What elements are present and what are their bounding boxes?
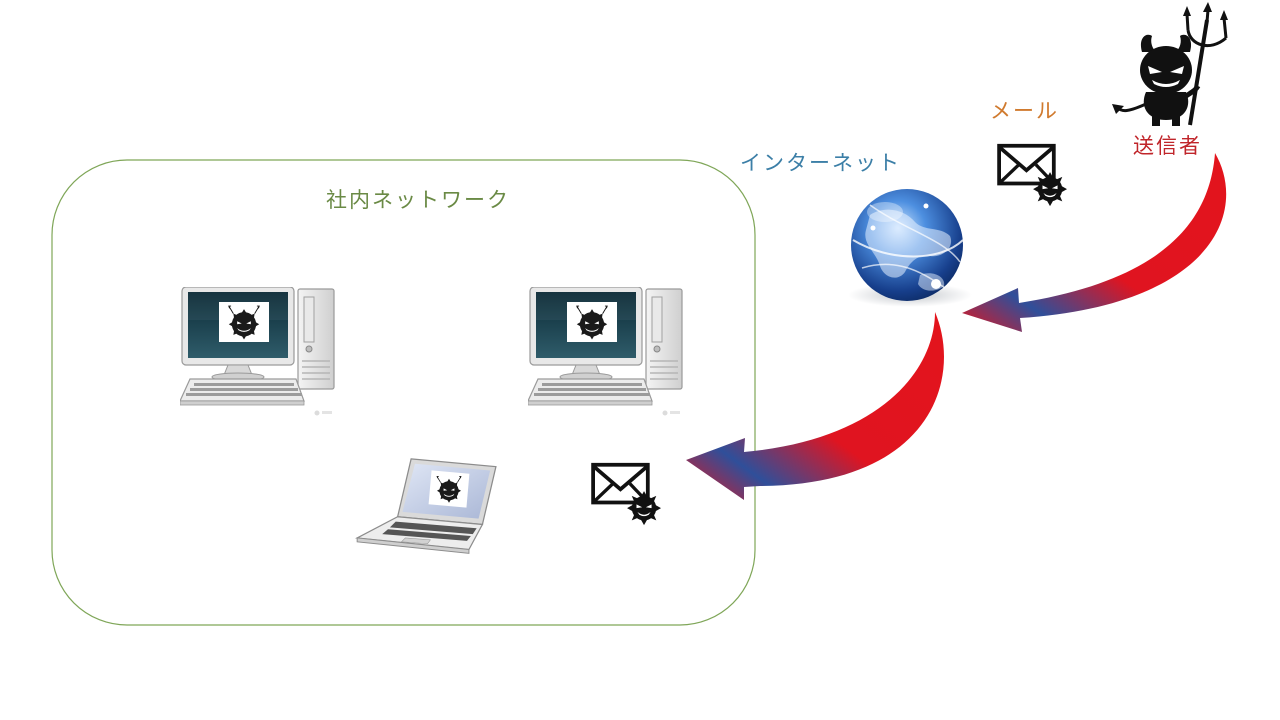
- internet-label: インターネット: [740, 151, 901, 175]
- network-boundary: [51, 159, 756, 626]
- malicious-mail-icon-outside: [997, 143, 1069, 208]
- globe-icon: [848, 189, 972, 307]
- arrow-internet-to-network: [686, 312, 944, 500]
- sender-label: 送信者: [1133, 134, 1202, 158]
- desktop-computer-icon-2: [528, 287, 683, 417]
- laptop-computer-icon: [356, 458, 497, 554]
- network-label: 社内ネットワーク: [326, 188, 510, 212]
- devil-icon: [1112, 2, 1228, 126]
- arrow-sender-to-internet: [962, 153, 1227, 332]
- malicious-mail-icon-inside: [591, 462, 663, 527]
- desktop-computer-icon-1: [180, 287, 335, 417]
- mail-label: メール: [990, 99, 1059, 123]
